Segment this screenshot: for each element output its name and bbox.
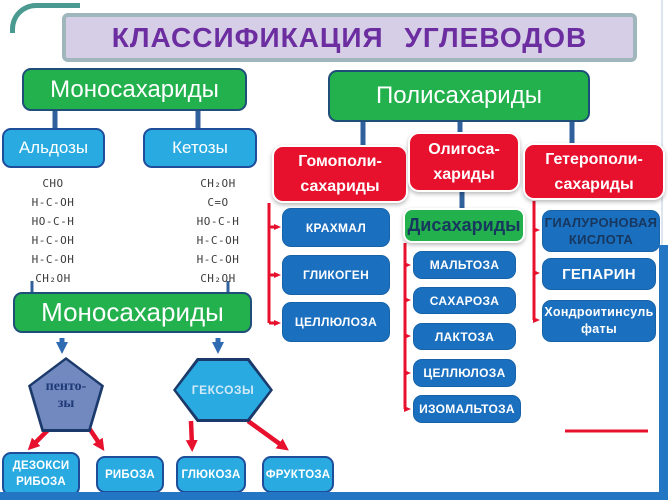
sucrose-box: САХАРОЗА <box>413 287 516 314</box>
deoxyribose-box: ДЕЗОКСИ РИБОЗА <box>2 452 80 496</box>
glycogen-box: ГЛИКОГЕН <box>282 255 390 295</box>
ketoses-box: Кетозы <box>143 128 257 168</box>
ribose-box: РИБОЗА <box>96 456 164 493</box>
formula-line: HO-C-H <box>31 215 75 228</box>
formula-stub-lines <box>30 281 230 292</box>
ketose-formula: CH₂OH C=O HO-C-H H-C-OH H-C-OH CH₂OH <box>162 174 274 288</box>
homopolysaccharides-box: Гомополи- сахариды <box>272 145 408 203</box>
starch-box: КРАХМАЛ <box>282 208 390 247</box>
formula-line: C=O <box>207 196 229 209</box>
formula-line: H-C-OH <box>196 253 240 266</box>
page-title: КЛАССИФИКАЦИЯ УГЛЕВОДОВ <box>62 13 637 62</box>
navy-stub-lines <box>52 109 575 210</box>
maltose-box: МАЛЬТОЗА <box>413 251 516 279</box>
formula-line: H-C-OH <box>31 196 75 209</box>
right-strip <box>659 245 668 500</box>
formula-line: HO-C-H <box>196 215 240 228</box>
hexoses-label: ГЕКСОЗЫ <box>191 383 255 397</box>
blue-down-arrows <box>56 338 224 354</box>
cellulose-box: ЦЕЛЛЮЛОЗА <box>282 302 390 342</box>
hexoses-shape: ГЕКСОЗЫ <box>173 358 273 422</box>
aldose-formula: CHO H-C-OH HO-C-H H-C-OH H-C-OH CH₂OH <box>0 174 106 288</box>
aldoses-box: Альдозы <box>2 128 105 168</box>
bottom-strip <box>0 492 668 500</box>
formula-line: CH₂OH <box>200 272 236 285</box>
fructose-box: ФРУКТОЗА <box>262 456 334 493</box>
hyaluronic-acid-box: ГИАЛУРОНОВАЯ КИСЛОТА <box>542 210 660 252</box>
formula-line: H-C-OH <box>31 234 75 247</box>
formula-line: H-C-OH <box>31 253 75 266</box>
right-edge-line <box>661 0 663 245</box>
formula-line: H-C-OH <box>196 234 240 247</box>
monosaccharides-header: Моносахариды <box>22 68 247 111</box>
monosaccharides-header-2: Моносахариды <box>13 292 252 333</box>
pentoses-label: пенто- зы <box>45 378 87 411</box>
formula-line: CH₂OH <box>200 177 236 190</box>
cellulose-disaccharide-box: ЦЕЛЛЮЛОЗА <box>413 359 516 387</box>
oligosaccharides-box: Олигоса- хариды <box>408 132 520 192</box>
glucose-box: ГЛЮКОЗА <box>176 456 246 493</box>
heteropolysaccharides-box: Гетерополи- сахариды <box>523 143 665 200</box>
disaccharides-box: Дисахариды <box>403 208 525 243</box>
lactose-box: ЛАКТОЗА <box>413 323 516 350</box>
heparin-box: ГЕПАРИН <box>542 258 656 290</box>
formula-line: CHO <box>42 177 64 190</box>
red-tree-lines <box>267 201 648 433</box>
formula-line: CH₂OH <box>35 272 71 285</box>
chondroitin-sulfates-box: Хондроитинсуль фаты <box>542 300 656 342</box>
polysaccharides-header: Полисахариды <box>328 70 590 122</box>
corner-decoration <box>10 3 80 33</box>
isomaltose-box: ИЗОМАЛЬТОЗА <box>413 395 521 423</box>
